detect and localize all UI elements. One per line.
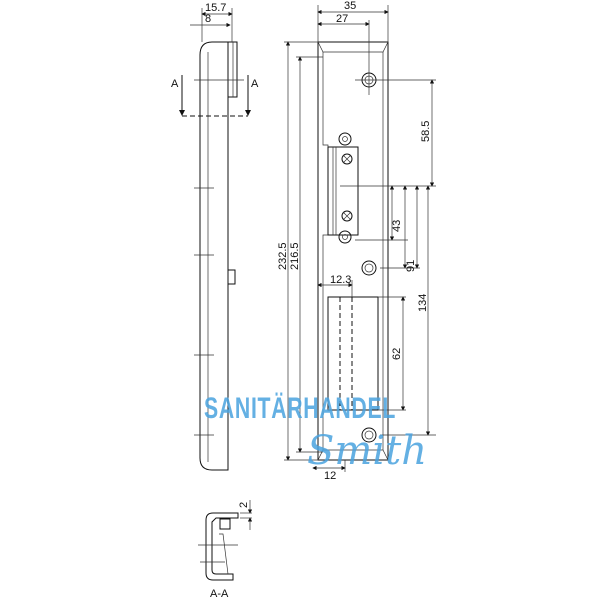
section-marker: A A bbox=[171, 75, 259, 117]
dim-43: 43 bbox=[391, 220, 403, 232]
section-mark-right: A bbox=[251, 78, 259, 90]
dim-15-7: 15.7 bbox=[205, 2, 226, 14]
section-mark-left: A bbox=[171, 78, 179, 90]
dim-232-5: 232.5 bbox=[277, 242, 289, 270]
dim-216-5: 216.5 bbox=[289, 242, 301, 270]
side-view bbox=[194, 41, 244, 471]
dim-91: 91 bbox=[405, 260, 417, 272]
section-view: 2 A-A bbox=[198, 500, 253, 600]
dimension-lengths: 232.5 216.5 bbox=[277, 41, 323, 461]
dim-27: 27 bbox=[336, 13, 348, 25]
dim-35: 35 bbox=[344, 0, 356, 12]
dimension-side-width: 15.7 8 bbox=[190, 2, 233, 42]
watermark-logo: SANITÄRHANDEL Smith bbox=[204, 392, 427, 474]
dim-12-3: 12.3 bbox=[330, 274, 351, 286]
dim-62: 62 bbox=[391, 348, 403, 360]
watermark-line2: Smith bbox=[307, 428, 427, 474]
dim-58-5: 58.5 bbox=[420, 121, 432, 142]
dim-8: 8 bbox=[205, 13, 211, 25]
dimension-holes: 58.5 43 91 134 62 12.3 12 bbox=[312, 79, 436, 482]
dim-12: 12 bbox=[324, 470, 336, 482]
dim-134: 134 bbox=[417, 294, 429, 312]
watermark-line1: SANITÄRHANDEL bbox=[204, 392, 396, 425]
dimension-plate-width: 35 27 bbox=[317, 0, 389, 95]
section-label: A-A bbox=[210, 588, 229, 600]
dim-2: 2 bbox=[238, 502, 250, 508]
strike-plate bbox=[317, 41, 389, 461]
